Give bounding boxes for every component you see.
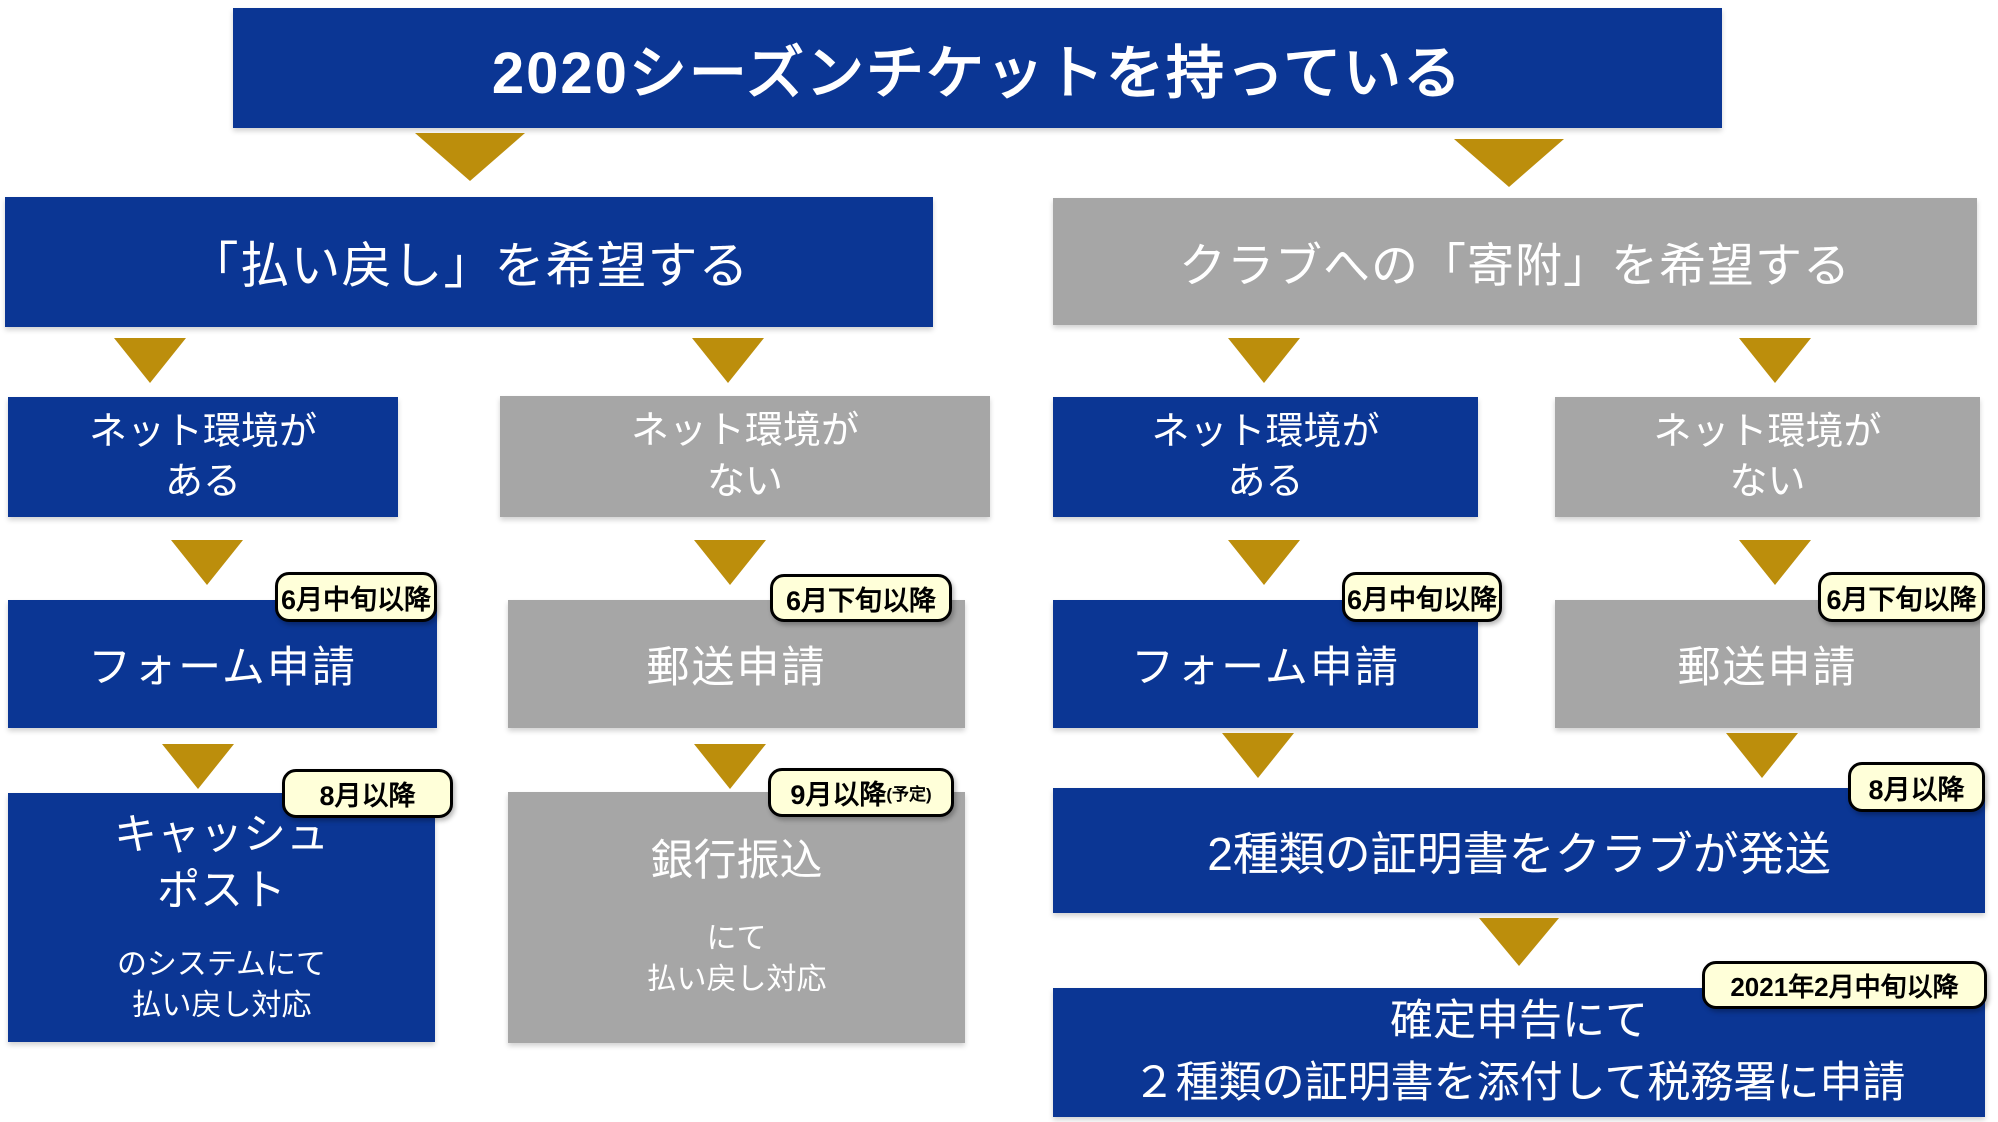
tax-filing-box: 確定申告にて ２種類の証明書を添付して税務署に申請 (1053, 988, 1985, 1117)
condition-line: ネット環境が (88, 410, 317, 453)
apply-label: フォーム申請 (88, 644, 357, 692)
down-arrow-icon (1228, 540, 1300, 585)
badge-note: (予定) (886, 785, 932, 804)
result-sub: のシステムにて 払い戻し対応 (117, 944, 326, 1027)
schedule-badge-bank-transfer: 9月以降(予定) (768, 768, 954, 817)
mail-application-refund-box: 郵送申請 (508, 600, 965, 728)
result-line: 払い戻し対応 (131, 989, 312, 1023)
badge-label: 2021年2月中旬以降 (1730, 971, 1959, 1002)
schedule-badge-tax-filing: 2021年2月中旬以降 (1702, 961, 1987, 1009)
apply-label: 郵送申請 (646, 644, 827, 692)
schedule-badge-mail-refund: 6月下旬以降 (770, 574, 952, 622)
condition-line: ある (1227, 461, 1304, 503)
schedule-badge-mail-donation: 6月下旬以降 (1818, 572, 1985, 622)
down-arrow-icon (415, 133, 525, 181)
condition-line: ある (164, 461, 241, 503)
certificates-label: 2種類の証明書をクラブが発送 (1207, 827, 1831, 880)
badge-label: 6月中旬以降 (1346, 584, 1498, 615)
refund-branch-label: 「払い戻し」を希望する (188, 238, 750, 294)
down-arrow-icon (694, 540, 766, 585)
form-application-donation-box: フォーム申請 (1053, 600, 1478, 728)
schedule-badge-certificates: 8月以降 (1848, 762, 1985, 812)
schedule-badge-form-donation: 6月中旬以降 (1342, 572, 1502, 622)
schedule-badge-form-refund: 6月中旬以降 (275, 572, 437, 622)
down-arrow-icon (162, 744, 234, 789)
result-sub: にて 払い戻し対応 (647, 918, 827, 1001)
schedule-badge-cashpost: 8月以降 (282, 769, 453, 818)
apply-label: フォーム申請 (1131, 644, 1400, 692)
badge-label: 8月以降 (1868, 774, 1965, 805)
down-arrow-icon (171, 540, 243, 585)
badge-label: 8月以降 (319, 781, 416, 811)
apply-label: 郵送申請 (1677, 644, 1858, 692)
badge-label: 6月下旬以降 (785, 585, 937, 616)
down-arrow-icon (1739, 338, 1811, 383)
refund-branch-box: 「払い戻し」を希望する (5, 197, 933, 327)
result-line: 払い戻し対応 (646, 963, 827, 997)
net-unavailable-donation-box: ネット環境が ない (1555, 397, 1980, 517)
result-line: のシステムにて (116, 948, 327, 981)
result-line: キャッシュ (114, 811, 329, 860)
result-main: キャッシュ ポスト (114, 808, 329, 920)
title-box: 2020シーズンチケットを持っている (233, 8, 1722, 128)
condition-line: ない (706, 460, 783, 503)
condition-line: ネット環境が (630, 410, 859, 453)
tax-line: ２種類の証明書を添付して税務署に申請 (1132, 1058, 1906, 1107)
cashpost-result-box: キャッシュ ポスト のシステムにて 払い戻し対応 (8, 793, 435, 1042)
result-line: ポスト (157, 867, 286, 916)
down-arrow-icon (694, 744, 766, 789)
donation-branch-box: クラブへの「寄附」を希望する (1053, 198, 1977, 325)
down-arrow-icon (1222, 733, 1294, 778)
net-unavailable-refund-box: ネット環境が ない (500, 396, 990, 517)
condition-line: ネット環境が (1151, 410, 1380, 453)
down-arrow-icon (692, 338, 764, 383)
down-arrow-icon (1479, 918, 1559, 966)
result-line: にて (706, 922, 767, 956)
down-arrow-icon (1739, 540, 1811, 585)
certificates-sent-box: 2種類の証明書をクラブが発送 (1053, 788, 1985, 913)
result-main: 銀行振込 (651, 834, 823, 890)
down-arrow-icon (1228, 338, 1300, 383)
donation-branch-label: クラブへの「寄附」を希望する (1179, 239, 1851, 292)
condition-line: ない (1729, 461, 1806, 503)
page-title: 2020シーズンチケットを持っている (491, 41, 1464, 106)
down-arrow-icon (1454, 139, 1564, 187)
tax-line: 確定申告にて (1390, 997, 1648, 1046)
down-arrow-icon (114, 338, 186, 383)
bank-transfer-result-box: 銀行振込 にて 払い戻し対応 (508, 792, 965, 1043)
net-available-donation-box: ネット環境が ある (1053, 397, 1478, 517)
result-line: 銀行振込 (650, 837, 823, 886)
badge-label: 6月下旬以降 (1826, 584, 1977, 615)
condition-line: ネット環境が (1653, 410, 1882, 453)
down-arrow-icon (1726, 733, 1798, 778)
badge-label: 6月中旬以降 (280, 584, 432, 615)
badge-label: 9月以降 (790, 780, 887, 810)
net-available-refund-box: ネット環境が ある (8, 397, 398, 517)
